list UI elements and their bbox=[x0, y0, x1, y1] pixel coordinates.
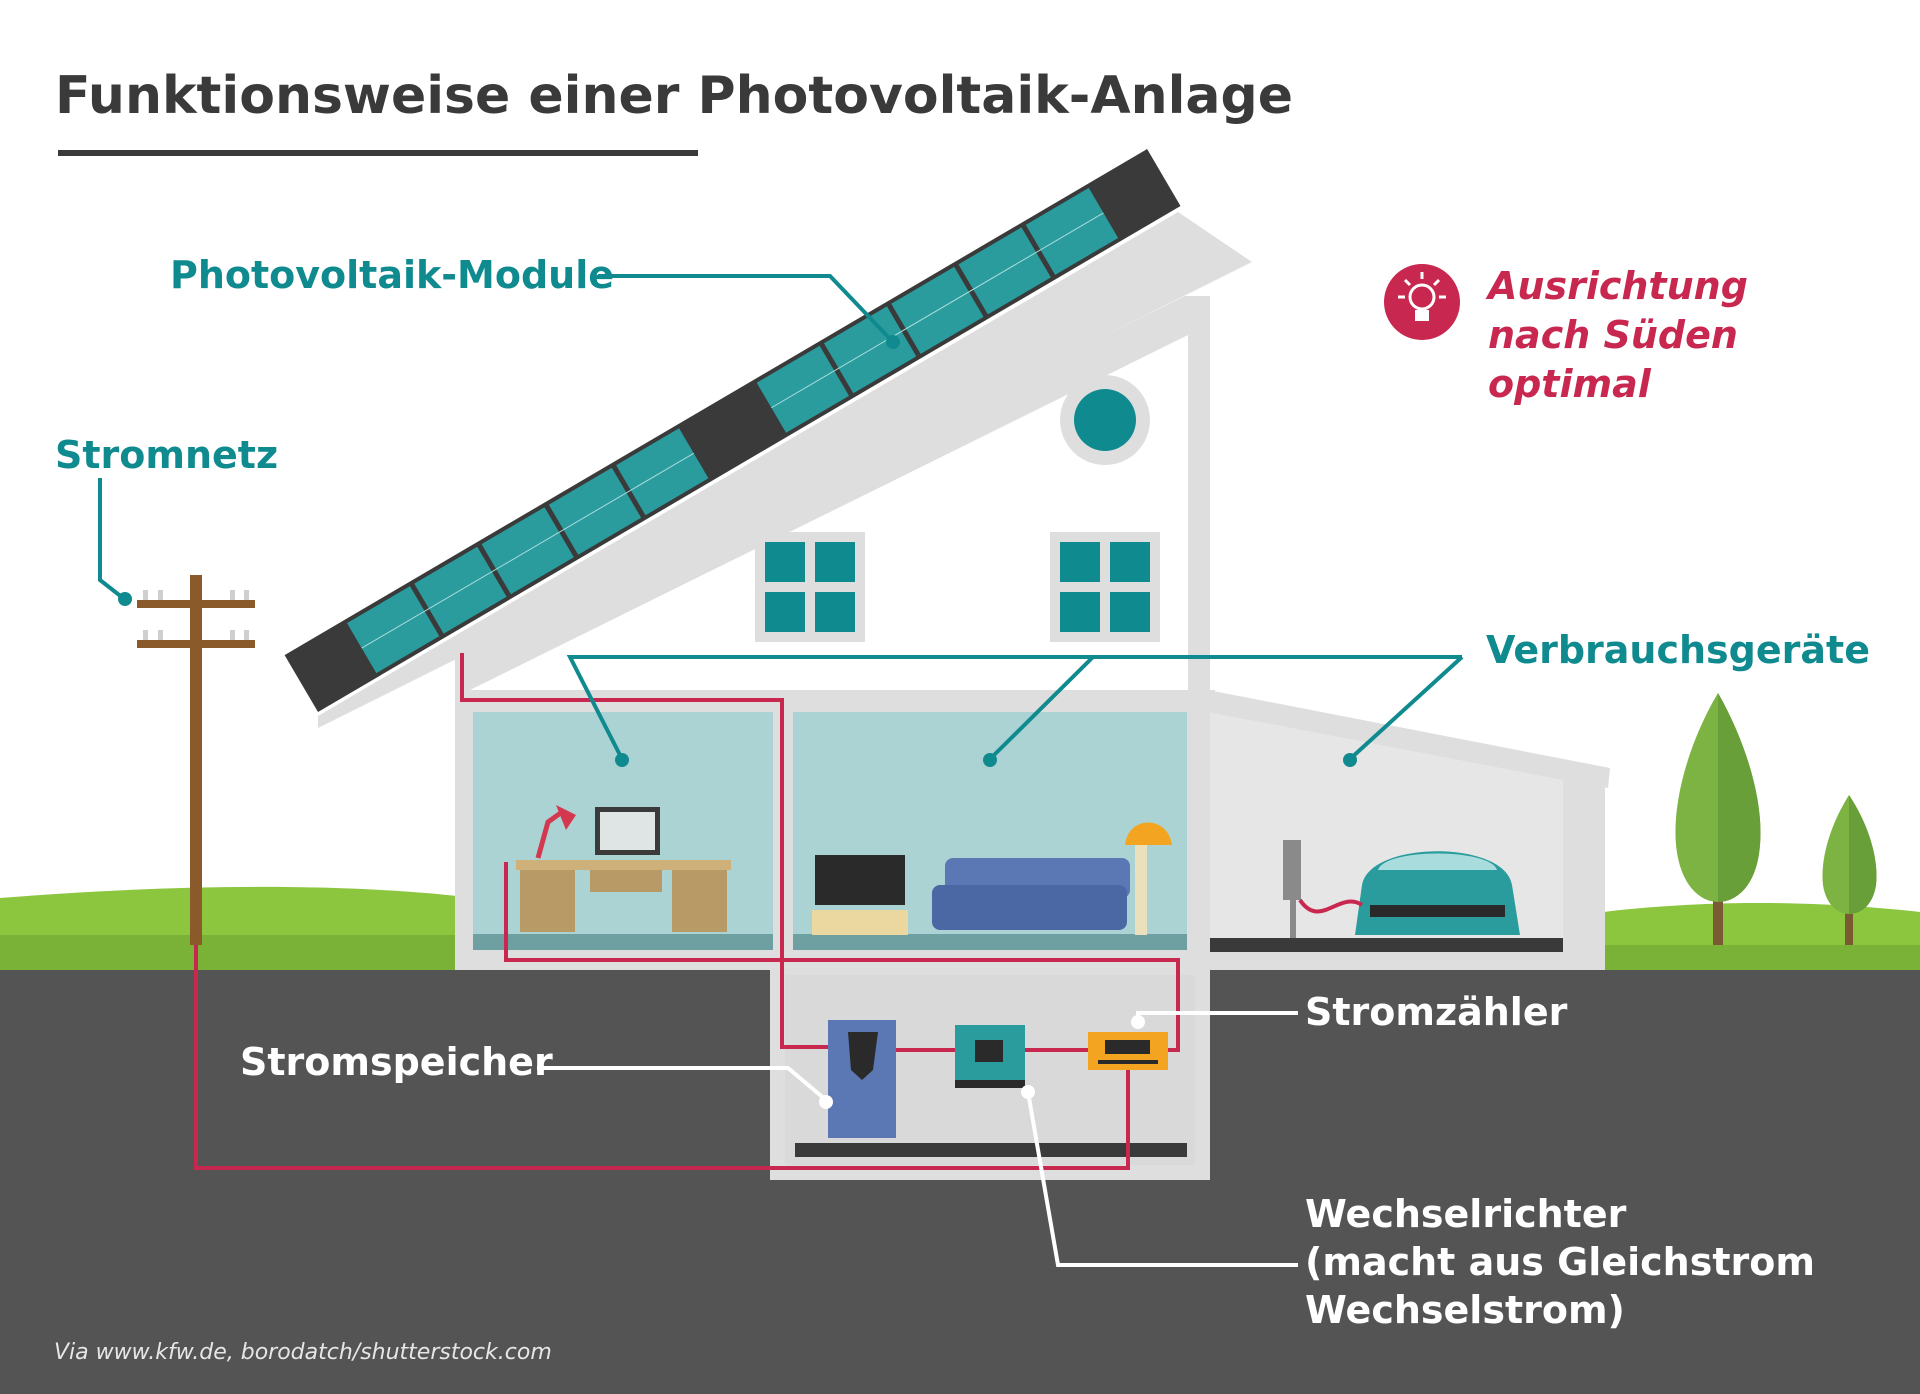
label-storage: Stromspeicher bbox=[240, 1040, 553, 1084]
inverter-unit bbox=[955, 1025, 1025, 1088]
orientation-tip-line: optimal bbox=[1488, 362, 1651, 406]
orientation-tip-line: Ausrichtung bbox=[1488, 264, 1748, 308]
tv-and-sofa bbox=[812, 822, 1172, 935]
grass bbox=[0, 886, 1920, 975]
label-meter: Stromzähler bbox=[1305, 990, 1568, 1034]
orientation-tip-line: nach Süden bbox=[1488, 313, 1738, 357]
label-inverter-line: Wechselrichter bbox=[1305, 1192, 1627, 1236]
label-inverter-line: (macht aus Gleichstrom bbox=[1305, 1240, 1815, 1284]
tree-small bbox=[1822, 795, 1877, 945]
page-title: Funktionsweise einer Photovoltaik-Anlage bbox=[55, 66, 1293, 126]
utility-pole bbox=[137, 575, 255, 945]
tree-large bbox=[1675, 693, 1761, 945]
label-consumers: Verbrauchsgeräte bbox=[1486, 628, 1870, 672]
leader-dots bbox=[118, 335, 1357, 767]
desk bbox=[516, 805, 731, 932]
roof bbox=[284, 149, 1252, 728]
orientation-tip: Ausrichtung nach Süden optimal bbox=[1488, 262, 1818, 409]
meter-unit bbox=[1088, 1032, 1168, 1070]
upper-windows bbox=[755, 375, 1160, 642]
car-and-charger bbox=[1283, 840, 1520, 938]
lightbulb-icon bbox=[1384, 264, 1460, 340]
storage-unit bbox=[828, 1020, 896, 1138]
label-inverter: Wechselrichter (macht aus Gleichstrom We… bbox=[1305, 1190, 1825, 1334]
power-wires bbox=[194, 653, 1364, 1170]
image-credit: Via www.kfw.de, borodatch/shutterstock.c… bbox=[54, 1340, 552, 1365]
consumer-leaders bbox=[98, 274, 1464, 761]
title-underline bbox=[58, 150, 698, 156]
device-leader-dots bbox=[819, 1015, 1145, 1109]
label-inverter-line: Wechselstrom) bbox=[1305, 1288, 1625, 1332]
label-grid: Stromnetz bbox=[55, 433, 279, 477]
label-pv-modules: Photovoltaik-Module bbox=[170, 253, 615, 297]
